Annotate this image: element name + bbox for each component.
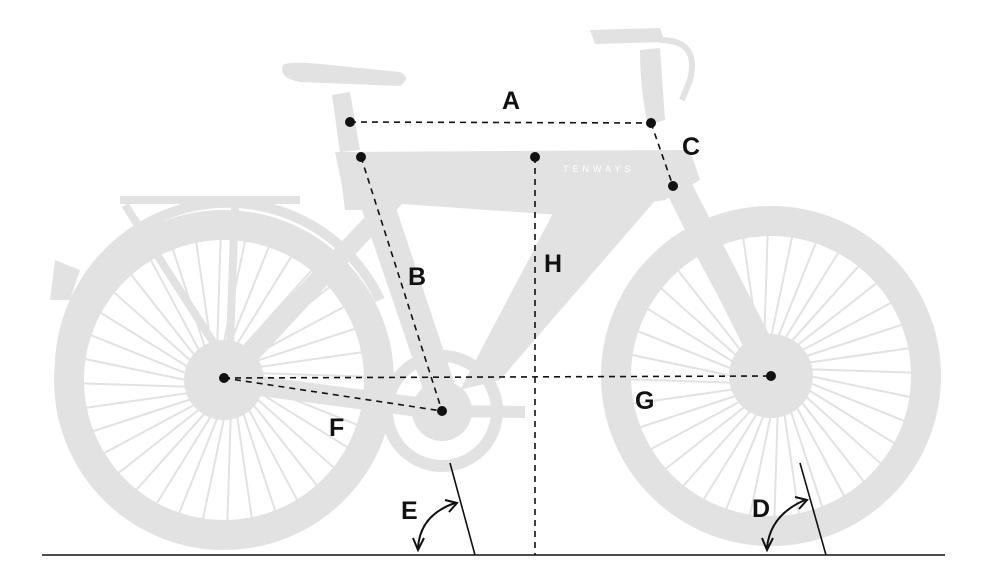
line-e (449, 462, 476, 556)
line-f (223, 377, 443, 412)
angle-e-arc (412, 499, 459, 553)
label-e: E (401, 497, 418, 525)
angle-d-arc (761, 496, 809, 553)
front-fender (605, 221, 935, 352)
line-c (650, 122, 674, 187)
line-a (349, 121, 652, 124)
label-f: F (329, 414, 344, 442)
rear-wheel (54, 210, 394, 550)
label-d: D (752, 495, 770, 523)
brand-logo: TENWAYS (563, 164, 635, 174)
line-d (799, 462, 827, 556)
line-b (360, 156, 443, 412)
label-g: G (635, 387, 654, 415)
rear-rack (120, 196, 300, 348)
label-a: A (502, 87, 520, 115)
label-b: B (408, 263, 426, 291)
label-c: C (682, 133, 700, 161)
line-g (223, 375, 772, 379)
label-h: H (544, 250, 562, 278)
measurement-points (219, 117, 776, 416)
bike-silhouette: TENWAYS (50, 28, 941, 550)
